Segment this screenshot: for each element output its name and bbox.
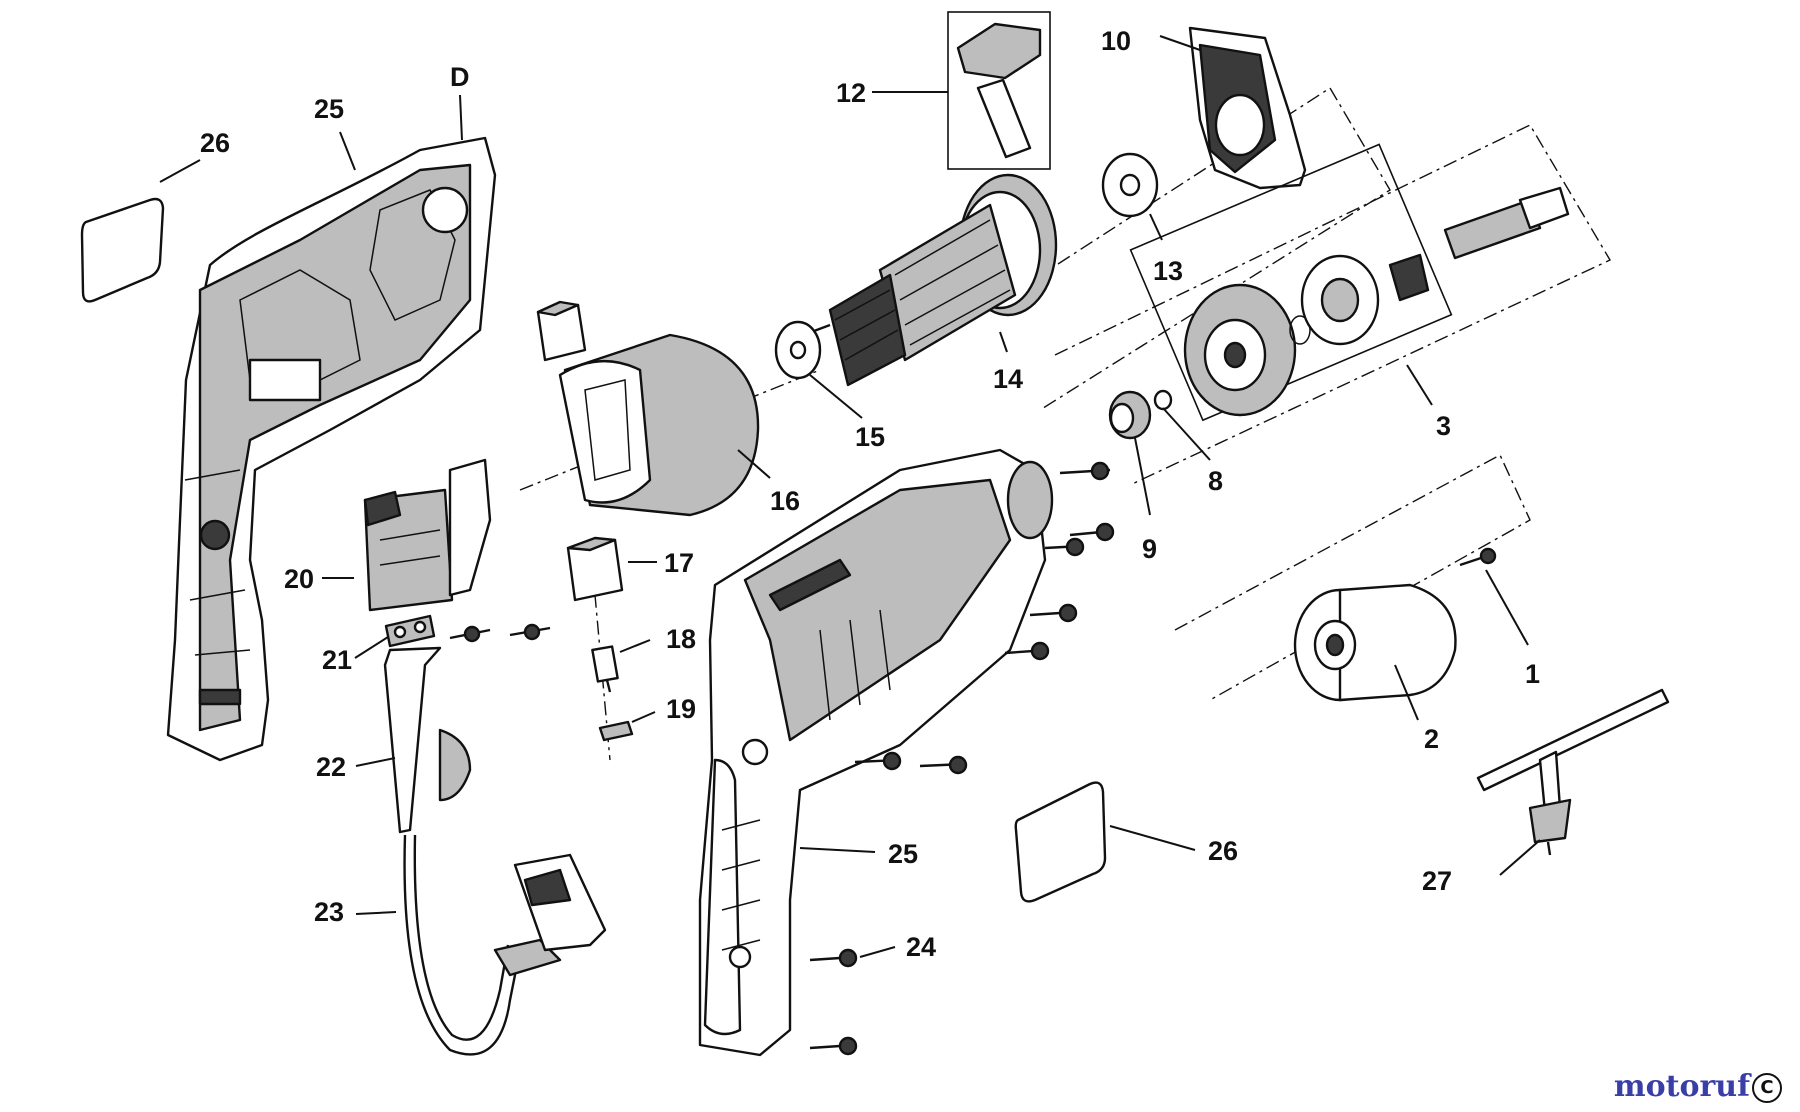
field-coil bbox=[558, 333, 760, 517]
gear-bracket bbox=[1188, 26, 1307, 190]
label-25-right: 25 bbox=[888, 839, 918, 869]
left-housing-half bbox=[166, 136, 497, 762]
label-23: 23 bbox=[314, 897, 344, 927]
label-2: 2 bbox=[1424, 724, 1439, 754]
carbon-brush bbox=[591, 645, 634, 742]
label-10: 10 bbox=[1101, 26, 1131, 56]
label-D: D bbox=[450, 62, 470, 92]
label-15: 15 bbox=[855, 422, 885, 452]
label-12: 12 bbox=[836, 78, 866, 108]
label-8: 8 bbox=[1208, 466, 1223, 496]
right-housing bbox=[698, 448, 1054, 1057]
label-13: 13 bbox=[1153, 256, 1183, 286]
label-19: 19 bbox=[666, 694, 696, 724]
watermark-text: motoruf bbox=[1613, 1069, 1750, 1104]
brush-holder-top bbox=[536, 300, 587, 362]
armature bbox=[789, 173, 1058, 387]
label-26-left: 26 bbox=[200, 128, 230, 158]
washer-15 bbox=[774, 320, 822, 380]
label-14: 14 bbox=[993, 364, 1023, 394]
label-22: 22 bbox=[316, 752, 346, 782]
copyright-mark: C bbox=[1752, 1073, 1782, 1103]
label-20: 20 bbox=[284, 564, 314, 594]
label-17: 17 bbox=[664, 548, 694, 578]
switch bbox=[363, 458, 492, 612]
leader-lines bbox=[159, 35, 1541, 958]
label-plate-left bbox=[80, 197, 165, 303]
drill-chuck bbox=[1293, 547, 1497, 702]
label-1: 1 bbox=[1525, 659, 1540, 689]
label-25-left: 25 bbox=[314, 94, 344, 124]
brush-holder-17 bbox=[566, 536, 624, 602]
label-18: 18 bbox=[666, 624, 696, 654]
body-screws bbox=[809, 461, 1115, 1056]
label-plate-right bbox=[1014, 781, 1107, 903]
label-24: 24 bbox=[906, 932, 936, 962]
small-rings bbox=[1108, 389, 1173, 440]
cord-clamp bbox=[384, 614, 436, 648]
callout-labels: 1 2 3 8 9 10 12 13 14 15 16 17 18 19 20 … bbox=[200, 26, 1540, 962]
label-21: 21 bbox=[322, 645, 352, 675]
label-9: 9 bbox=[1142, 534, 1157, 564]
chuck-key bbox=[1476, 688, 1670, 856]
label-26-right: 26 bbox=[1208, 836, 1238, 866]
power-cord bbox=[383, 646, 607, 1056]
label-16: 16 bbox=[770, 486, 800, 516]
washer-13 bbox=[1101, 152, 1159, 218]
selector-knob bbox=[947, 11, 1051, 170]
gear-assembly bbox=[1129, 143, 1570, 422]
switch-screws bbox=[449, 623, 551, 643]
label-3: 3 bbox=[1436, 411, 1451, 441]
label-27: 27 bbox=[1422, 866, 1452, 896]
